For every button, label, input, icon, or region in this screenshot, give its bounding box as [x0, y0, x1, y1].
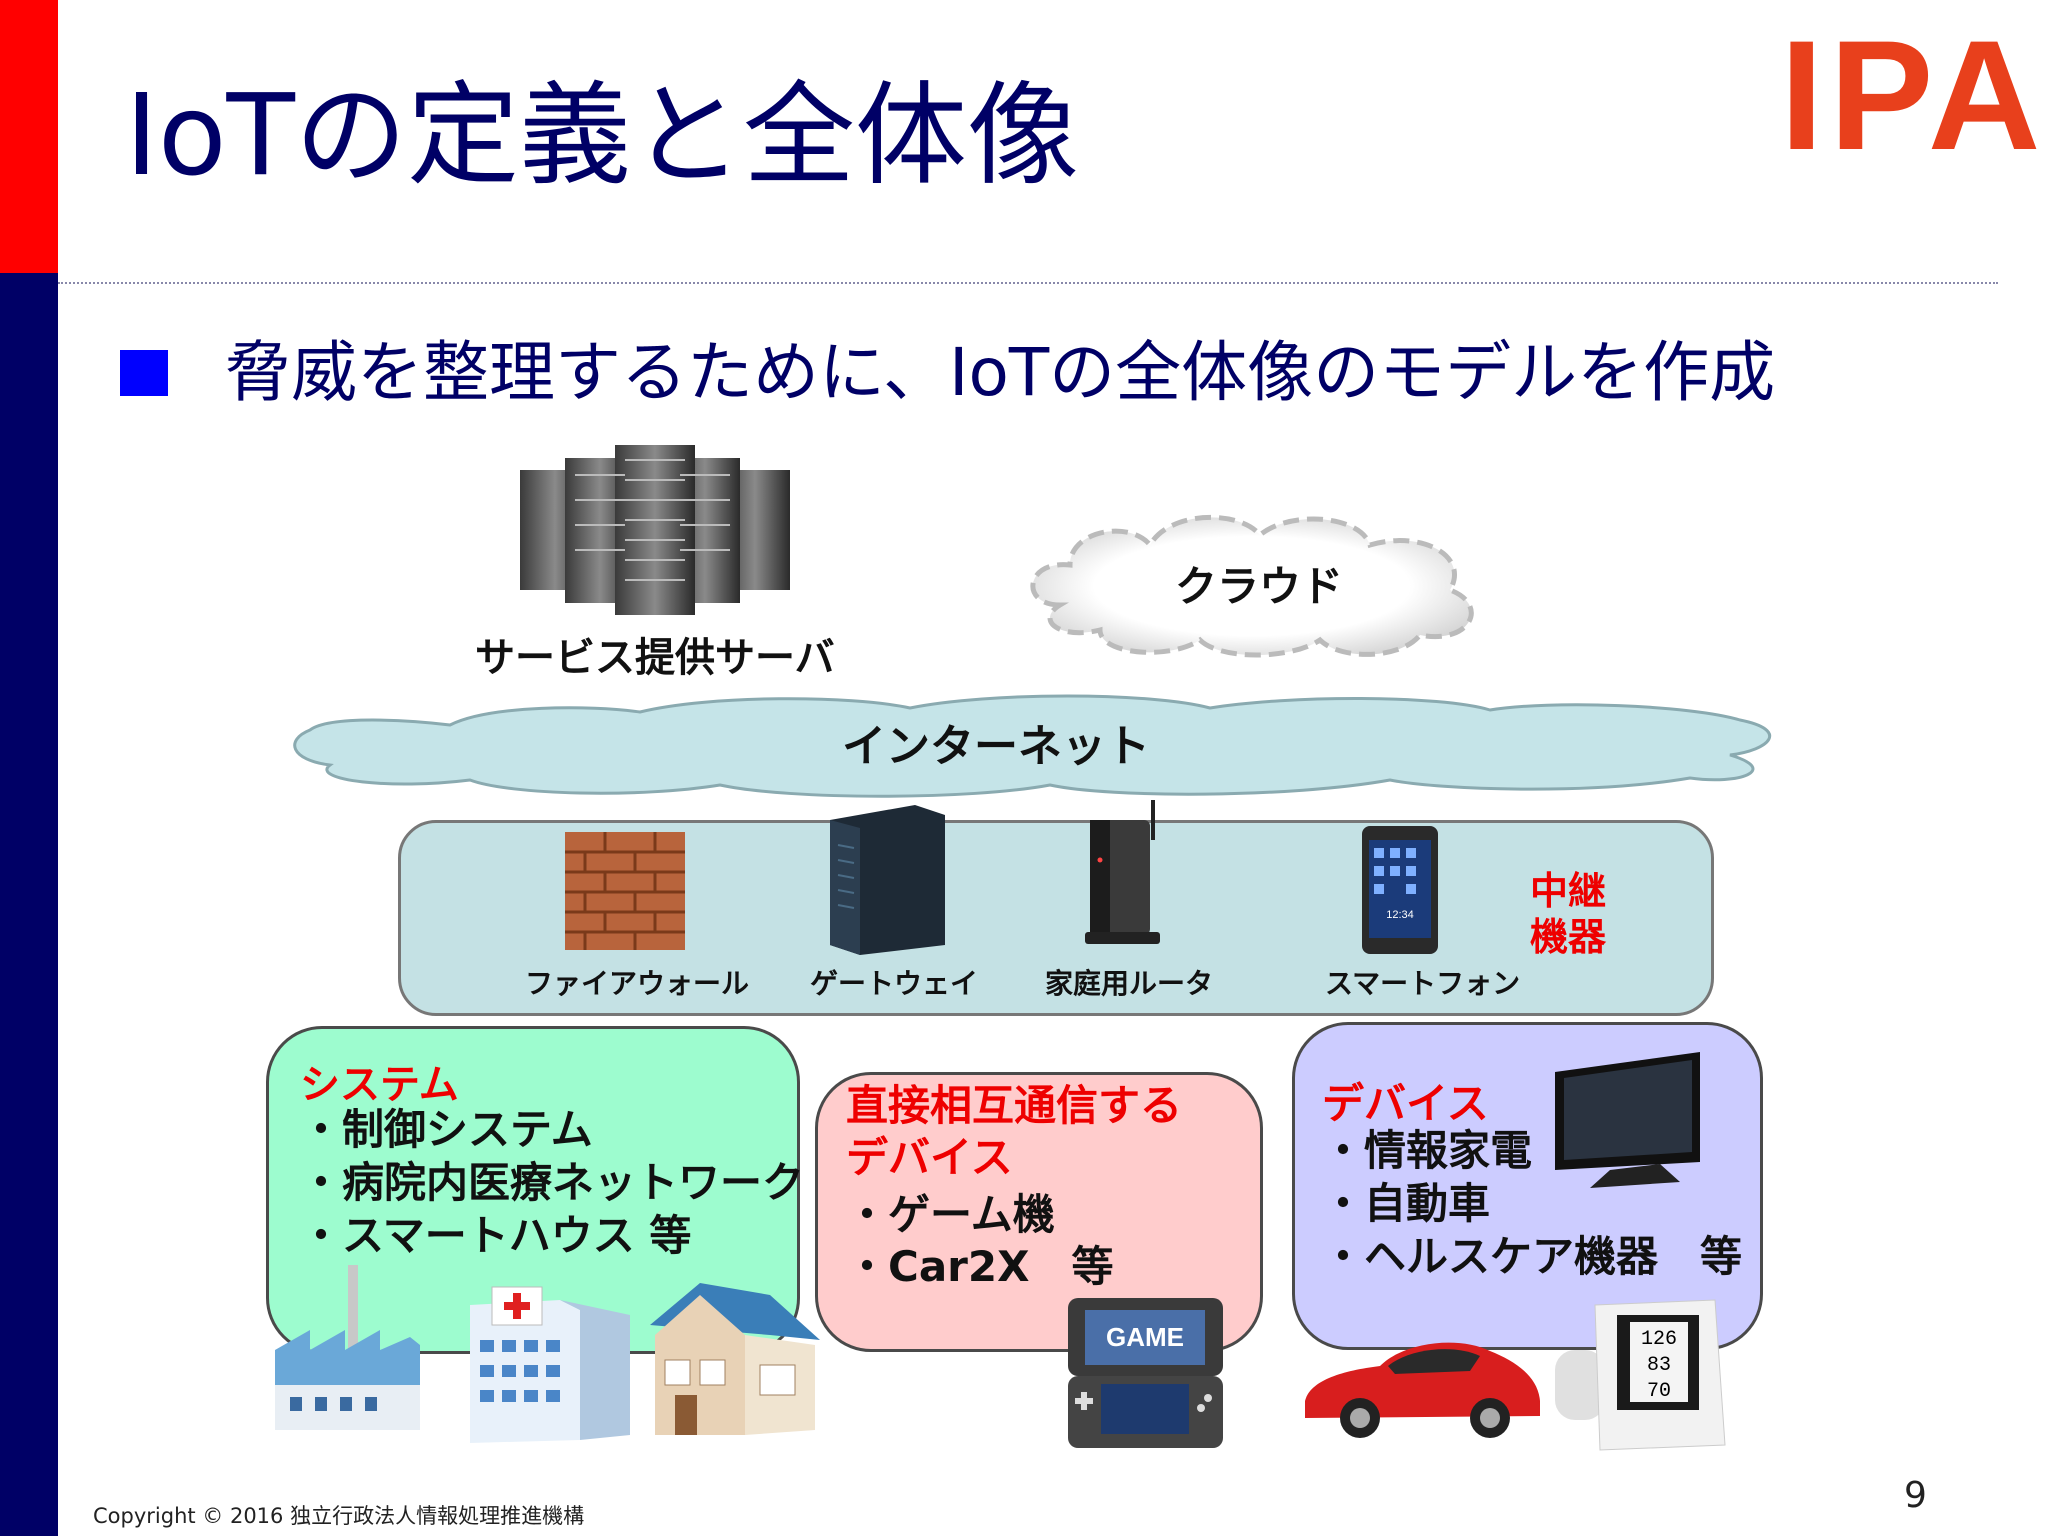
firewall-icon: [565, 832, 685, 950]
devices-item-2: ・自動車: [1322, 1179, 1491, 1228]
car-icon: [1305, 1342, 1540, 1438]
game-screen-label: GAME: [1106, 1322, 1184, 1352]
server-label: サービス提供サーバ: [475, 635, 835, 681]
system-item-1: ・制御システム: [300, 1105, 593, 1154]
tv-icon: [1555, 1052, 1700, 1188]
cloud-label: クラウド: [1175, 562, 1344, 611]
phone-time: 12:34: [1386, 909, 1414, 921]
devices-item-1: ・情報家電: [1322, 1126, 1533, 1175]
relay-title-line2: 機器: [1530, 915, 1607, 959]
direct-item-2: ・Car2X 等: [846, 1242, 1114, 1291]
game-console-icon: GAME: [1068, 1298, 1223, 1448]
smartphone-icon: 12:34: [1362, 826, 1438, 954]
relay-title-line1: 中継: [1530, 869, 1607, 913]
system-item-2: ・病院内医療ネットワーク: [300, 1158, 805, 1207]
blood-pressure-monitor-icon: 126 83 70: [1555, 1299, 1726, 1451]
direct-title-line1: 直接相互通信する: [846, 1081, 1183, 1130]
devices-title: デバイス: [1322, 1079, 1489, 1128]
bp-value-2: 83: [1647, 1354, 1671, 1377]
router-label: 家庭用ルータ: [1045, 967, 1214, 1000]
factory-hospital-house-icon: [275, 1265, 820, 1443]
copyright-footer: Copyright © 2016 独立行政法人情報処理推進機構: [93, 1504, 585, 1528]
devices-item-3: ・ヘルスケア機器 等: [1322, 1232, 1743, 1281]
direct-item-1: ・ゲーム機: [846, 1190, 1055, 1239]
firewall-label: ファイアウォール: [525, 967, 750, 1000]
slide-subtitle: 脅威を整理するために、IoTの全体像のモデルを作成: [225, 334, 1776, 411]
left-accent-bar-navy: [0, 273, 58, 1536]
system-item-3: ・スマートハウス 等: [300, 1211, 692, 1260]
title-divider: [58, 282, 1998, 284]
smartphone-label: スマートフォン: [1325, 967, 1521, 1000]
page-number: 9: [1904, 1475, 1927, 1516]
server-rack-icon: [520, 445, 790, 615]
direct-title-line2: デバイス: [846, 1133, 1013, 1182]
ipa-logo: IPA: [1780, 9, 2047, 183]
slide-title: IoTの定義と全体像: [125, 71, 1079, 201]
internet-cloud-icon: [293, 694, 1771, 798]
gateway-icon: [830, 805, 945, 955]
left-accent-bar-red: [0, 0, 58, 273]
system-title: システム: [300, 1062, 459, 1108]
bp-value-3: 70: [1647, 1380, 1671, 1403]
gateway-label: ゲートウェイ: [810, 967, 979, 1000]
bullet-square-icon: [120, 350, 168, 396]
internet-label: インターネット: [842, 721, 1150, 772]
router-icon: [1085, 800, 1160, 944]
cloud-icon: [1030, 514, 1474, 658]
bp-value-1: 126: [1641, 1328, 1677, 1351]
